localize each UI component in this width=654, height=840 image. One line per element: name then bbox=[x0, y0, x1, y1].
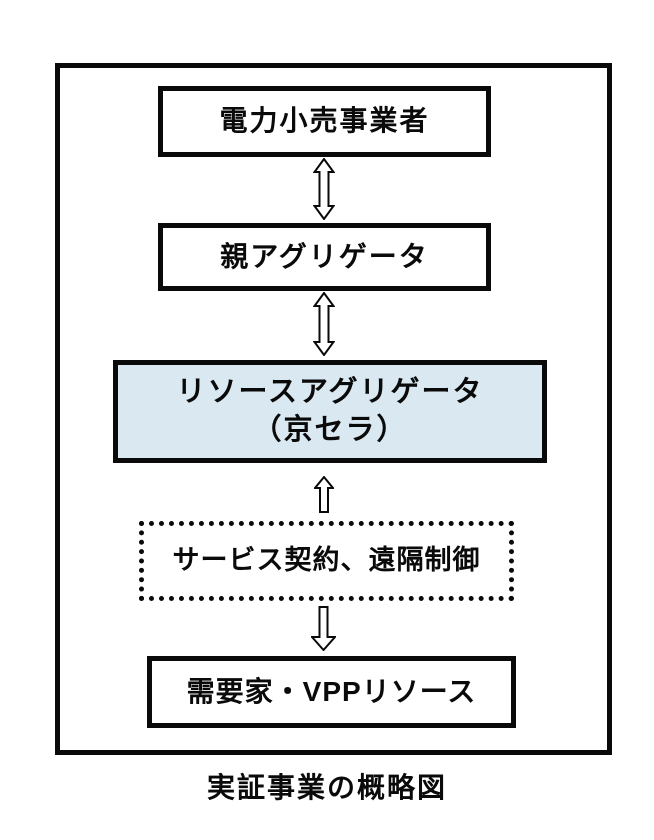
node-resource-aggregator-label-line2: （京セラ） bbox=[252, 413, 408, 446]
up-arrow-icon bbox=[314, 476, 334, 513]
node-power-retailer: 電力小売事業者 bbox=[158, 86, 491, 157]
node-service-contract-label: サービス契約、遠隔制御 bbox=[172, 545, 481, 576]
node-resource-aggregator-label-line1: リソースアグリゲータ bbox=[176, 375, 484, 408]
node-consumer-vpp-resource: 需要家・VPPリソース bbox=[147, 656, 516, 728]
double-arrow-icon bbox=[313, 158, 335, 220]
node-parent-aggregator-label: 親アグリゲータ bbox=[220, 240, 429, 272]
double-arrow-icon bbox=[313, 292, 335, 356]
node-power-retailer-label: 電力小売事業者 bbox=[219, 105, 430, 137]
node-consumer-vpp-resource-label: 需要家・VPPリソース bbox=[186, 675, 477, 707]
node-parent-aggregator: 親アグリゲータ bbox=[158, 223, 491, 291]
node-resource-aggregator: リソースアグリゲータ （京セラ） bbox=[113, 360, 547, 463]
down-arrow-icon bbox=[311, 606, 336, 651]
diagram-caption: 実証事業の概略図 bbox=[206, 772, 447, 803]
node-service-contract: サービス契約、遠隔制御 bbox=[139, 521, 514, 601]
